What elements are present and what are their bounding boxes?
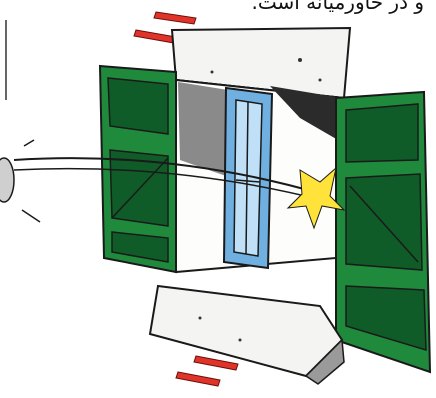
window-opening: [176, 80, 344, 272]
window-sill-stone: [150, 286, 344, 384]
bottom-red-arrow: [176, 356, 238, 386]
right-shutter: [336, 92, 430, 372]
